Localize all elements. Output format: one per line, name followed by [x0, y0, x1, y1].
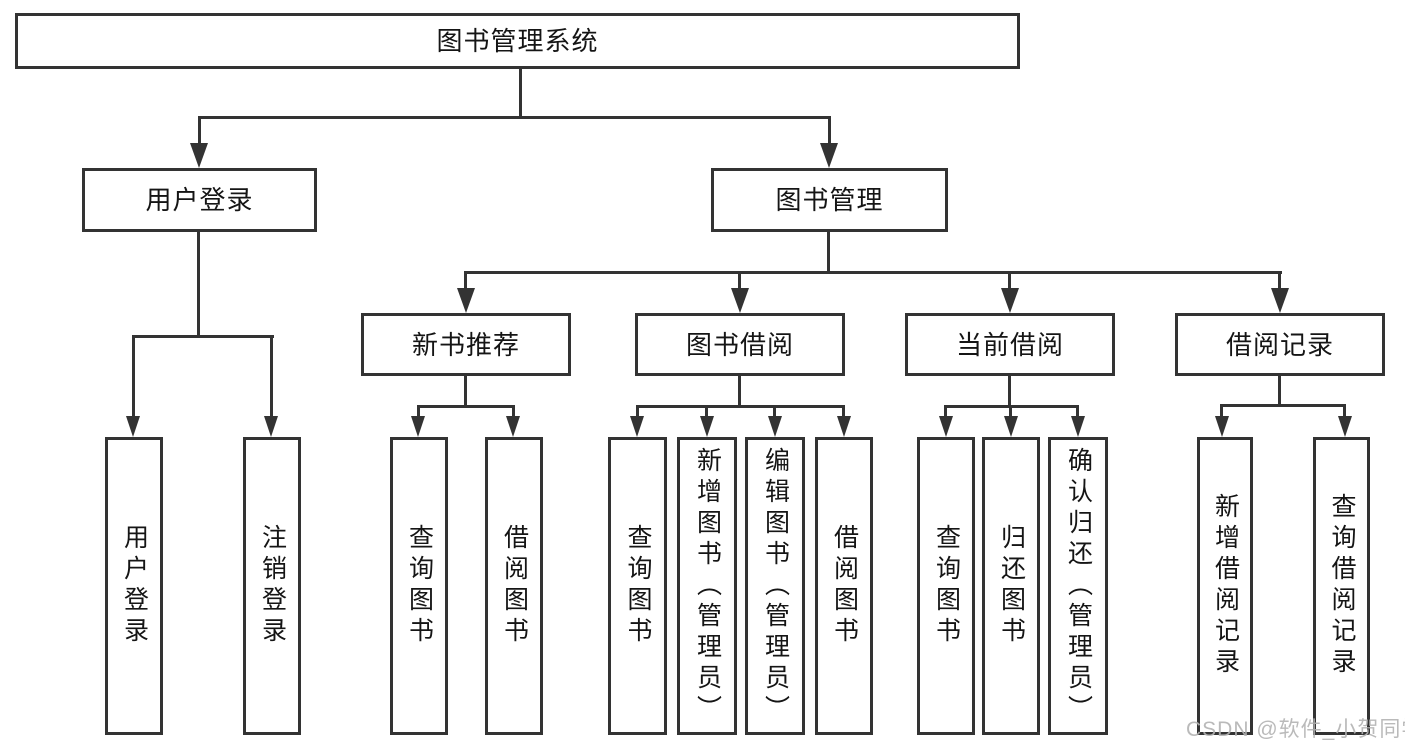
leaf-label: 查询图书 [405, 524, 434, 648]
connector-stub [636, 405, 639, 419]
node-current-borrow: 当前借阅 [905, 313, 1115, 376]
leaf-label: 用户登录 [120, 524, 149, 648]
leaf-add-borrow-record: 新增借阅记录 [1197, 437, 1253, 735]
leaf-return-books: 归还图书 [982, 437, 1040, 735]
arrowhead-down-leaf-logout [264, 416, 278, 437]
connector-bookmgmt-hline [464, 271, 1282, 274]
connector-stub-leaf-logout [270, 335, 273, 419]
connector-borrowrecords-hline [1221, 404, 1346, 407]
connector-stub [773, 405, 776, 419]
arrowhead-down [837, 416, 851, 437]
arrowhead-down-user-login [190, 143, 208, 168]
arrowhead-down [630, 416, 644, 437]
leaf-confirm-return-admin: 确认归还（管理员） [1048, 437, 1108, 735]
arrowhead-down [1215, 416, 1229, 437]
leaf-borrow-books-recommend: 借阅图书 [485, 437, 543, 735]
node-label: 用户登录 [145, 185, 254, 215]
arrowhead-down [506, 416, 520, 437]
arrowhead-down-leaf-login [126, 416, 140, 437]
leaf-label: 新增图书（管理员） [693, 446, 722, 726]
connector-userlogin-hline [132, 335, 274, 338]
leaf-label: 查询借阅记录 [1328, 493, 1356, 679]
leaf-label: 新增借阅记录 [1211, 493, 1240, 679]
node-label: 图书借阅 [685, 329, 794, 360]
leaf-borrow-books: 借阅图书 [815, 437, 873, 735]
node-borrow-records: 借阅记录 [1175, 313, 1385, 376]
node-book-borrow: 图书借阅 [635, 313, 845, 376]
connector-newbook-drop-line [464, 376, 467, 408]
connector-userlogin-drop-line [197, 232, 200, 338]
node-user-login: 用户登录 [82, 168, 317, 232]
leaf-label: 借阅图书 [830, 524, 859, 648]
connector-stub [842, 405, 845, 419]
connector-borrowrecords-drop-line [1278, 376, 1281, 407]
leaf-label: 确认归还（管理员） [1064, 446, 1093, 726]
connector-stub [1076, 405, 1079, 419]
node-book-management: 图书管理 [711, 168, 948, 232]
leaf-logout: 注销登录 [243, 437, 301, 735]
leaf-add-books-admin: 新增图书（管理员） [677, 437, 737, 735]
node-new-book-recommend: 新书推荐 [361, 313, 571, 376]
connector-root-drop-line [519, 69, 522, 119]
connector-bookborrow-drop-line [738, 376, 741, 408]
arrowhead-down [1004, 416, 1018, 437]
leaf-query-books-current: 查询图书 [917, 437, 975, 735]
leaf-query-books-recommend: 查询图书 [390, 437, 448, 735]
connector-stub [1220, 404, 1223, 418]
leaf-edit-books-admin: 编辑图书（管理员） [745, 437, 805, 735]
connector-stub [1343, 404, 1346, 418]
node-library-management-system: 图书管理系统 [15, 13, 1020, 69]
leaf-label: 查询图书 [932, 524, 961, 648]
arrowhead-down-book-management [820, 143, 838, 168]
arrowhead-down [700, 416, 714, 437]
node-label: 新书推荐 [411, 329, 520, 360]
connector-stub [705, 405, 708, 419]
arrowhead-down [939, 416, 953, 437]
connector-stub-borrow-records [1278, 271, 1281, 291]
connector-newbook-hline [417, 405, 515, 408]
node-label: 图书管理 [775, 185, 884, 215]
connector-stub [417, 405, 420, 419]
csdn-watermark: CSDN @软件_小贺同学 [1186, 718, 1405, 741]
arrowhead-down [1338, 416, 1352, 437]
leaf-label: 归还图书 [997, 524, 1026, 648]
connector-stub-new-book [464, 271, 467, 291]
leaf-user-login: 用户登录 [105, 437, 163, 735]
connector-currentborrow-hline [945, 405, 1079, 408]
node-label: 图书管理系统 [436, 26, 599, 56]
connector-root-hline [198, 116, 831, 119]
arrowhead-down [411, 416, 425, 437]
arrowhead-down [768, 416, 782, 437]
arrowhead-down-borrow-records [1271, 288, 1289, 313]
leaf-label: 借阅图书 [500, 524, 529, 648]
connector-stub [1009, 405, 1012, 419]
connector-stub [512, 405, 515, 419]
connector-stub-leaf-login [132, 335, 135, 419]
connector-stub-book-management [828, 116, 831, 146]
node-label: 当前借阅 [955, 329, 1064, 360]
arrowhead-down [1071, 416, 1085, 437]
connector-stub-book-borrow [738, 271, 741, 291]
leaf-label: 注销登录 [258, 524, 287, 648]
arrowhead-down-current-borrow [1001, 288, 1019, 313]
connector-stub-current-borrow [1008, 271, 1011, 291]
leaf-query-books-borrow: 查询图书 [608, 437, 667, 735]
leaf-query-borrow-record: 查询借阅记录 [1313, 437, 1370, 735]
connector-stub [944, 405, 947, 419]
connector-currentborrow-drop-line [1008, 376, 1011, 408]
node-label: 借阅记录 [1225, 329, 1334, 360]
connector-bookborrow-hline [636, 405, 845, 408]
arrowhead-down-new-book [457, 288, 475, 313]
leaf-label: 编辑图书（管理员） [761, 446, 790, 726]
arrowhead-down-book-borrow [731, 288, 749, 313]
connector-stub-user-login [198, 116, 201, 146]
connector-bookmgmt-drop-line [827, 232, 830, 274]
leaf-label: 查询图书 [624, 524, 652, 648]
